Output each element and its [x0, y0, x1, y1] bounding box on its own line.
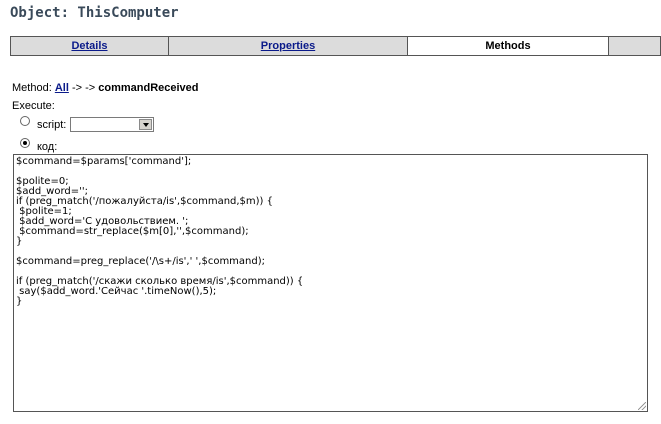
tab-details[interactable]: Details	[10, 36, 169, 56]
script-radio-label: script:	[37, 119, 67, 131]
tab-details-label[interactable]: Details	[71, 40, 108, 52]
script-radio[interactable]	[20, 116, 30, 126]
tab-properties[interactable]: Properties	[168, 36, 408, 56]
method-prefix: Method:	[12, 82, 52, 94]
resize-grip-icon[interactable]	[638, 402, 646, 410]
script-select[interactable]	[70, 117, 154, 132]
chevron-down-icon[interactable]	[139, 119, 152, 130]
code-radio[interactable]	[20, 138, 30, 148]
tab-properties-label[interactable]: Properties	[260, 40, 316, 52]
code-textarea[interactable]: $command=$params['command']; $polite=0; …	[13, 154, 648, 412]
page-title: Object: ThisComputer	[10, 5, 179, 21]
tab-methods-label: Methods	[485, 40, 531, 52]
tab-extra[interactable]	[608, 36, 661, 56]
tab-methods[interactable]: Methods	[407, 36, 609, 56]
code-radio-label: код:	[37, 141, 58, 153]
execute-label: Execute:	[12, 100, 55, 112]
method-name: commandReceived	[98, 82, 199, 94]
all-methods-link[interactable]: All	[54, 82, 69, 94]
tab-bar: Details Properties Methods	[10, 36, 661, 56]
method-separator: -> ->	[71, 82, 96, 94]
method-breadcrumb: Method: All -> -> commandReceived	[12, 82, 199, 94]
